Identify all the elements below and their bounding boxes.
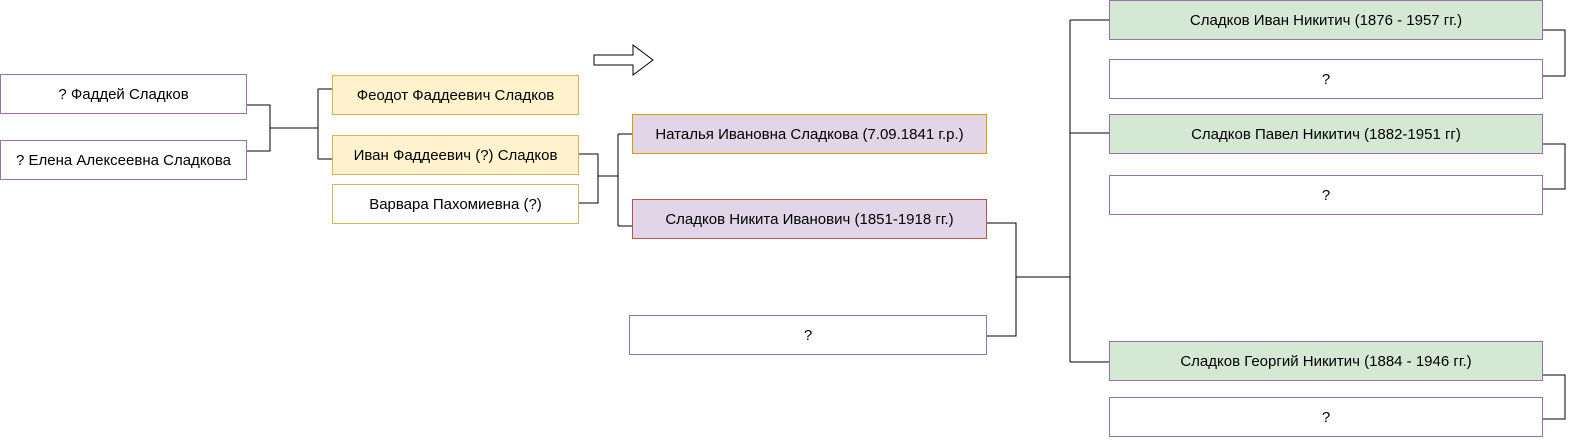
- person-ivan-nikitich[interactable]: Сладков Иван Никитич (1876 - 1957 гг.): [1109, 0, 1543, 40]
- person-pavel-nikitich-wife[interactable]: ?: [1109, 175, 1543, 215]
- gen3-couple-bracket: [987, 222, 1017, 337]
- right-arrow-icon: [593, 44, 654, 76]
- person-ivan-faddeevich[interactable]: Иван Фаддеевич (?) Сладков: [332, 135, 579, 175]
- person-nikita[interactable]: Сладков Никита Иванович (1851-1918 гг.): [632, 199, 987, 239]
- person-nikita-wife[interactable]: ?: [629, 315, 987, 355]
- person-georgy-nikitich[interactable]: Сладков Георгий Никитич (1884 - 1946 гг.…: [1109, 341, 1543, 381]
- person-feodot[interactable]: Феодот Фаддеевич Сладков: [332, 75, 579, 115]
- georgy-spouse-bracket: [1542, 374, 1566, 420]
- person-ivan-nikitich-wife[interactable]: ?: [1109, 59, 1543, 99]
- person-georgy-nikitich-wife[interactable]: ?: [1109, 397, 1543, 437]
- person-pavel-nikitich[interactable]: Сладков Павел Никитич (1882-1951 гг): [1109, 114, 1543, 154]
- pavel-spouse-bracket: [1542, 143, 1566, 190]
- ivan-spouse-bracket: [1542, 29, 1566, 77]
- gen1-couple-bracket: [246, 104, 271, 152]
- person-natalya[interactable]: Наталья Ивановна Сладкова (7.09.1841 г.р…: [632, 114, 987, 154]
- person-elena[interactable]: ? Елена Алексеевна Сладкова: [0, 140, 247, 180]
- person-varvara[interactable]: Варвара Пахомиевна (?): [332, 184, 579, 224]
- person-faddey[interactable]: ? Фаддей Сладков: [0, 74, 247, 114]
- gen2-couple-bracket: [579, 153, 599, 204]
